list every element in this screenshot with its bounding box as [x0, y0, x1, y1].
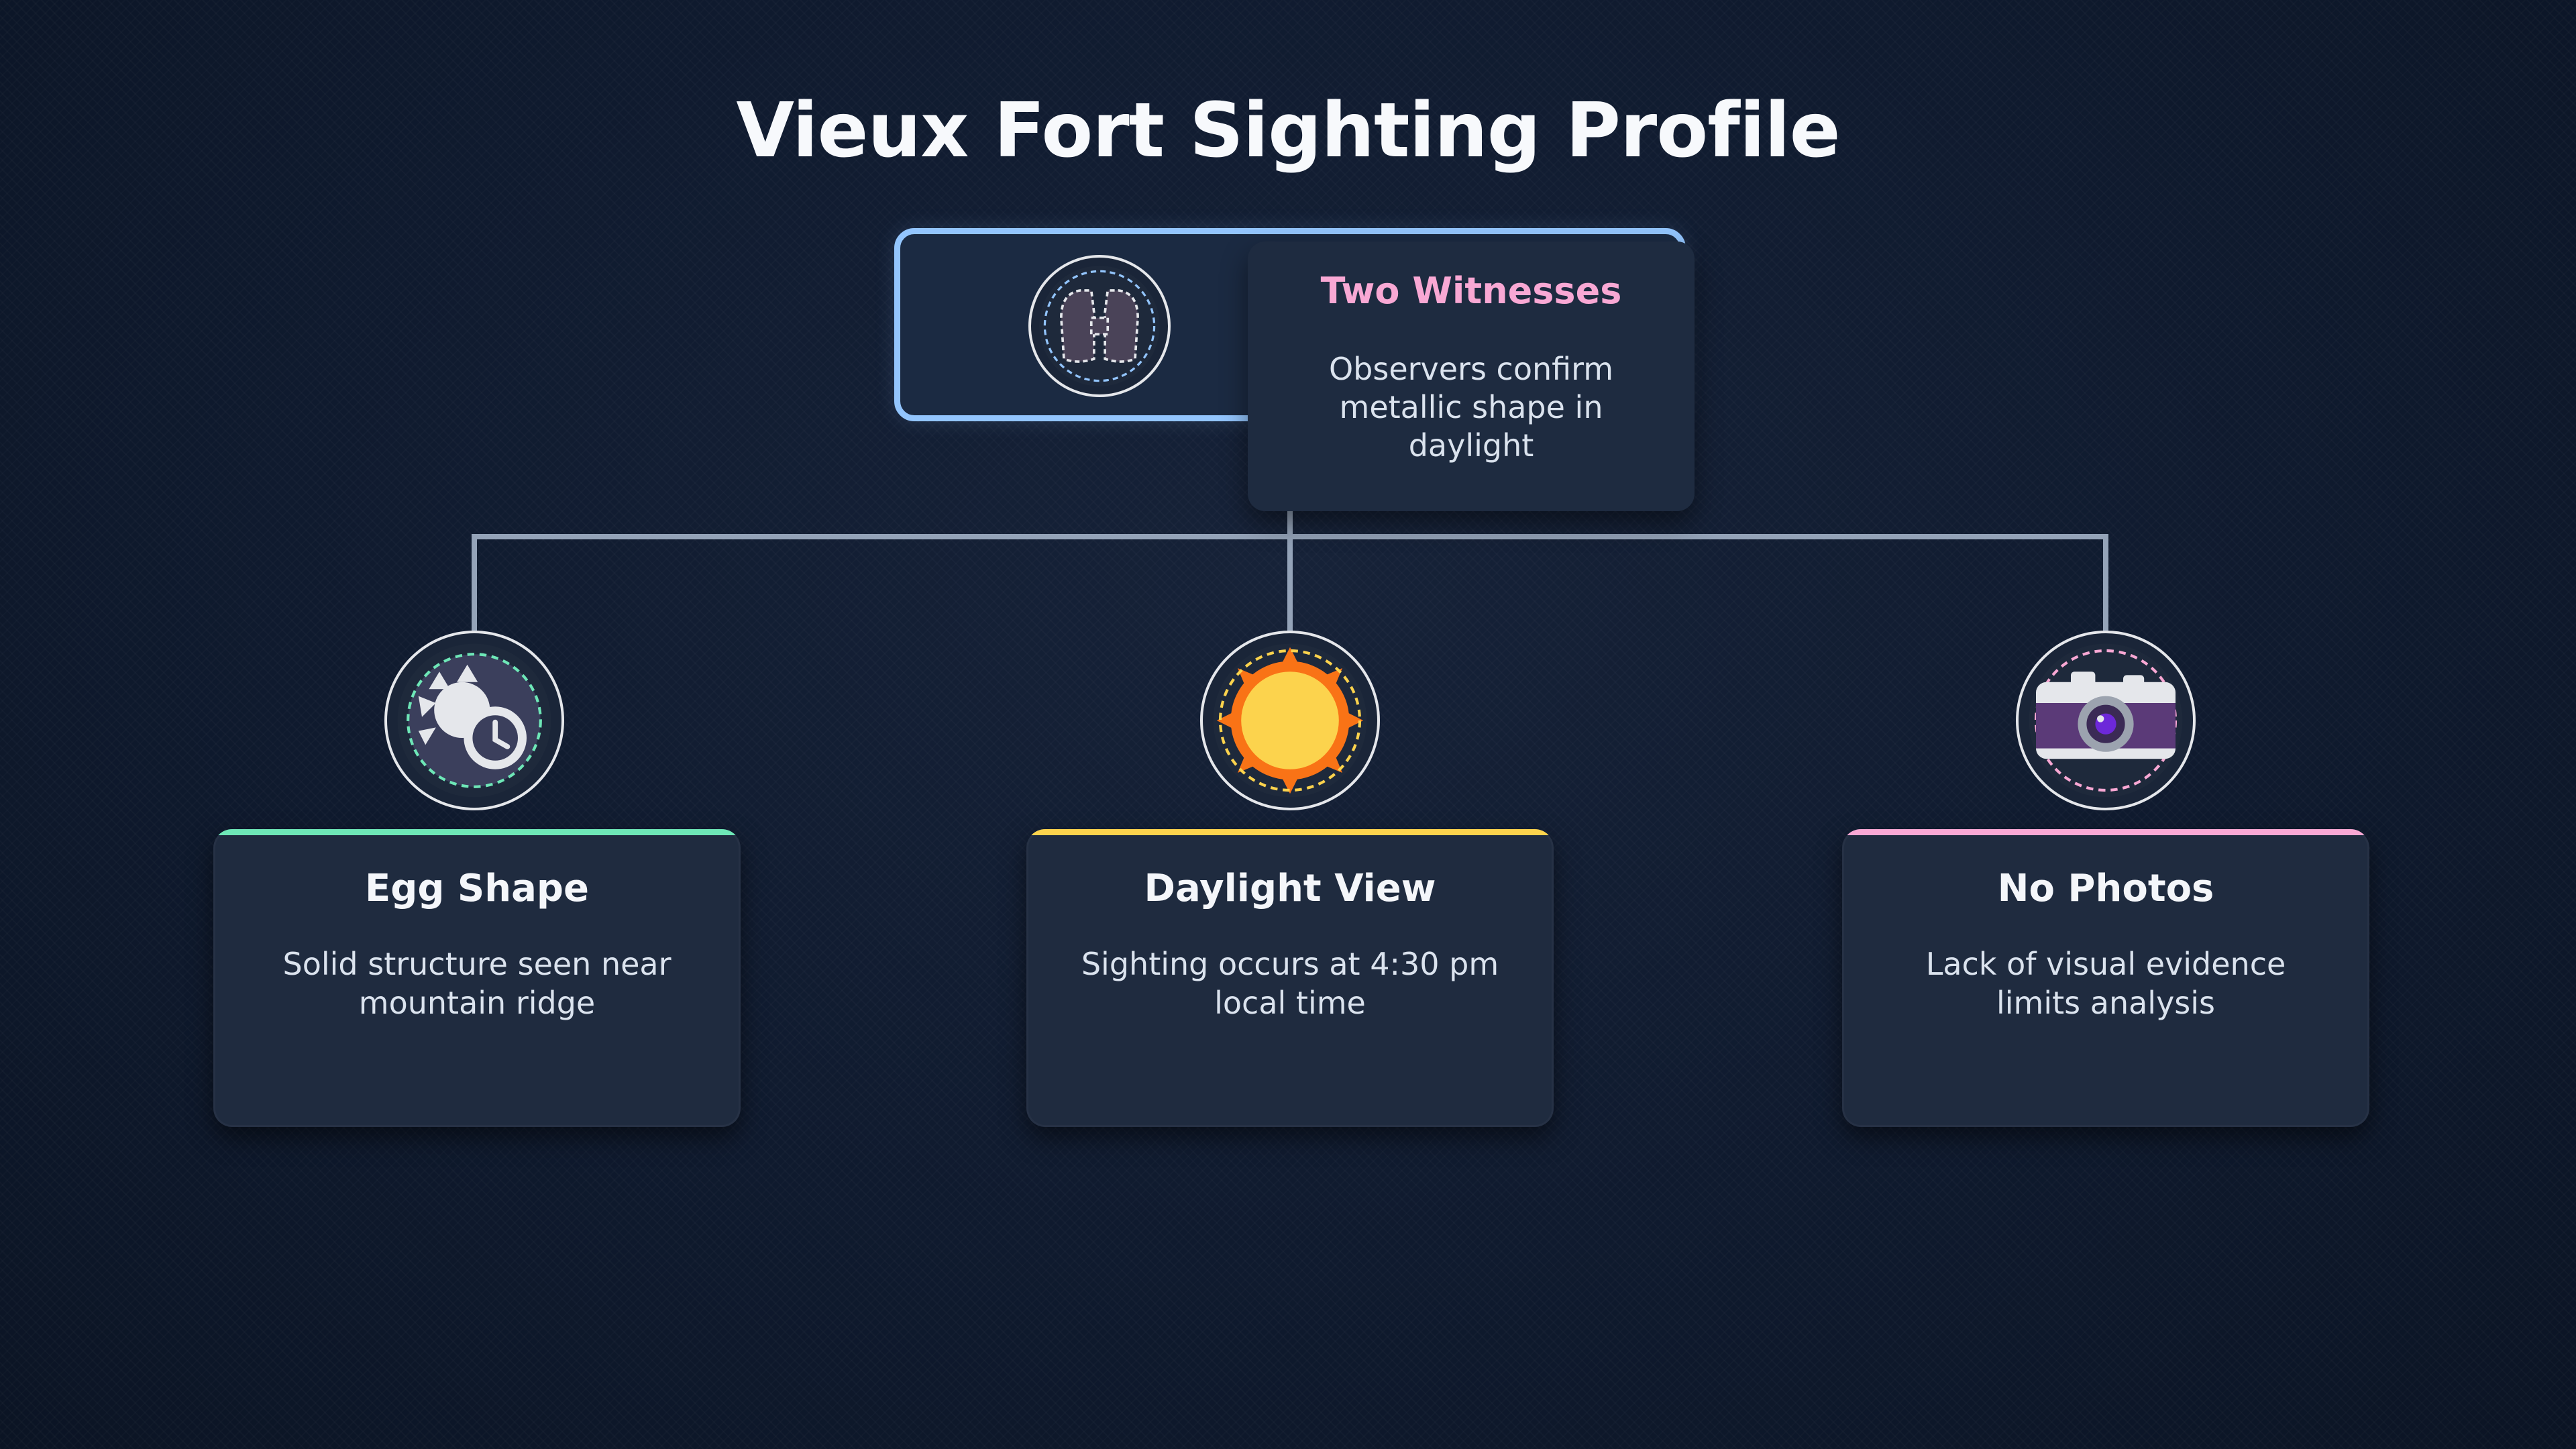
- sun-icon: [1200, 631, 1380, 810]
- root-node-heading: Two Witnesses: [1320, 270, 1622, 312]
- binoculars-icon: [1028, 255, 1171, 397]
- card-accent-bar: [213, 829, 741, 835]
- clock-sun-icon: [384, 631, 564, 810]
- child-node-heading: No Photos: [1997, 867, 2214, 910]
- child-node-heading: Daylight View: [1144, 867, 1436, 910]
- child-node-description: Sighting occurs at 4:30 pm local time: [1081, 946, 1499, 1021]
- child-node-card: No Photos Lack of visual evidence limits…: [1842, 829, 2369, 1127]
- root-node-description: Observers confirm metallic shape in dayl…: [1328, 351, 1614, 464]
- child-node-description: Lack of visual evidence limits analysis: [1925, 946, 2286, 1021]
- card-accent-bar: [1842, 829, 2369, 835]
- child-node-heading: Egg Shape: [365, 867, 589, 910]
- child-node-card: Daylight View Sighting occurs at 4:30 pm…: [1026, 829, 1554, 1127]
- child-node-description: Solid structure seen near mountain ridge: [282, 946, 672, 1021]
- camera-icon: [2016, 631, 2196, 810]
- child-node-card: Egg Shape Solid structure seen near moun…: [213, 829, 741, 1127]
- page-title: Vieux Fort Sighting Profile: [736, 87, 1840, 174]
- root-node-text-panel: Two Witnesses Observers confirm metallic…: [1248, 241, 1695, 511]
- card-accent-bar: [1026, 829, 1554, 835]
